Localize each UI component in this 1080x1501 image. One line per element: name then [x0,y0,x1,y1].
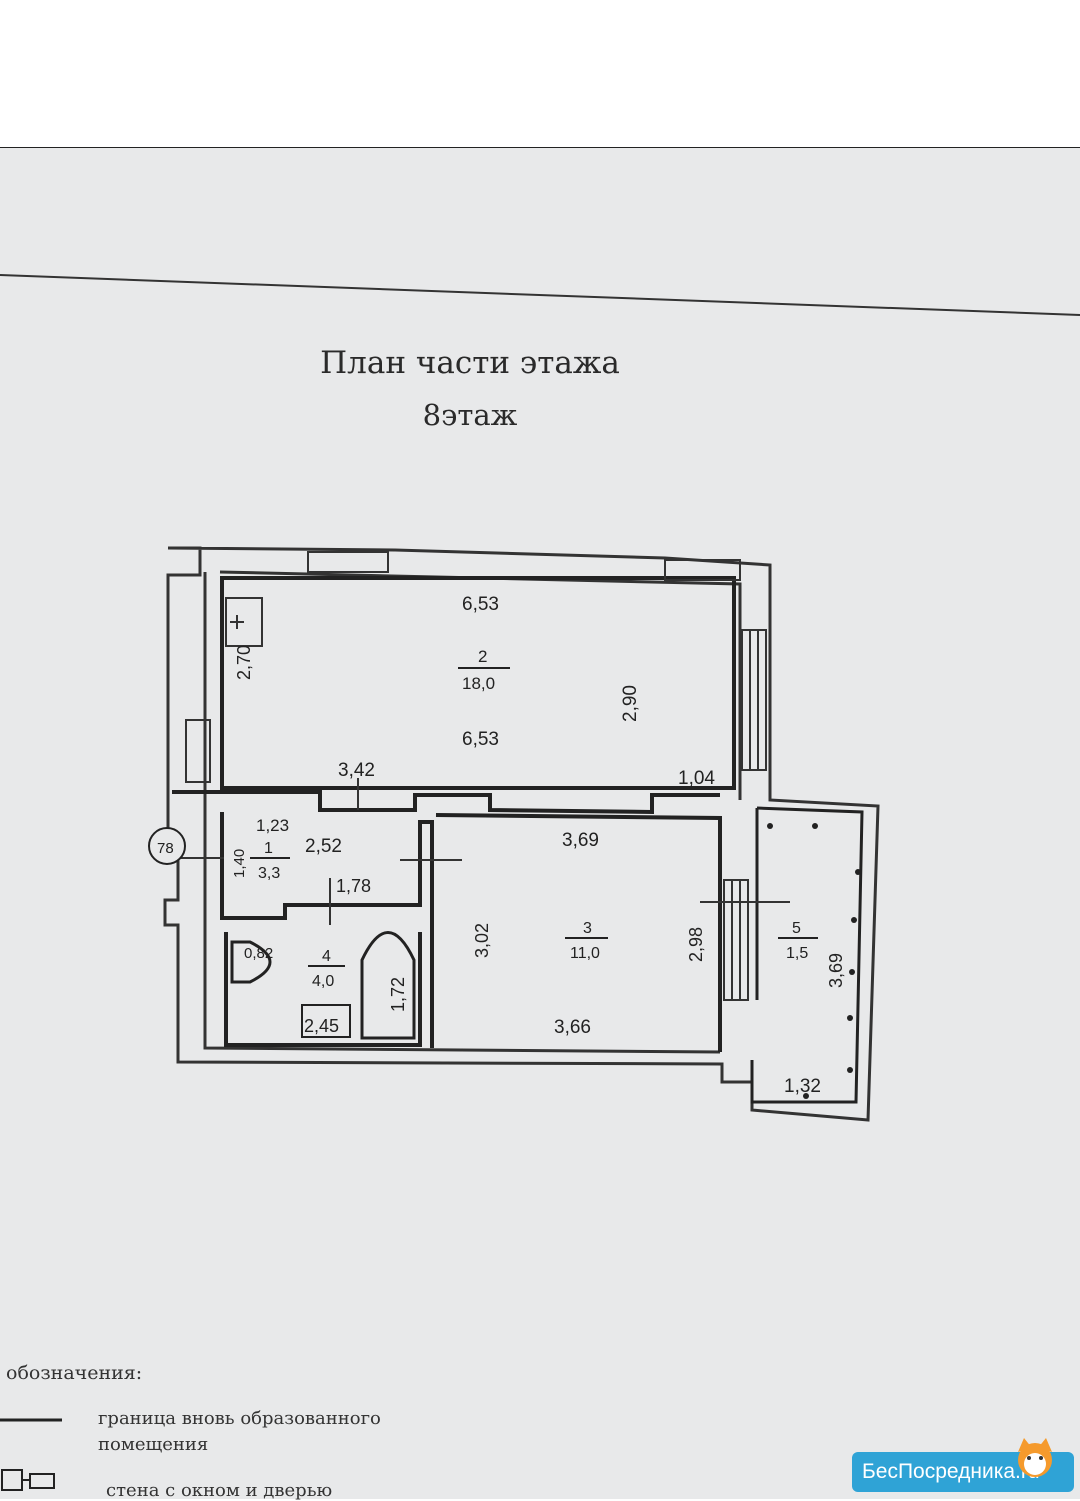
watermark-badge[interactable]: БесПосредника.ru [852,1438,1074,1492]
dim-room1-top: 1,23 [256,816,289,835]
dimension-ticks [168,778,790,925]
floor-label: 8этаж [422,398,518,432]
dim-room3-top: 3,69 [562,830,599,851]
dim-bath-bottom: 2,45 [304,1016,339,1036]
room-5-number: 5 [792,920,801,937]
room-fraction-bars [250,667,818,967]
plan-title: План части этажа [320,345,620,381]
dim-wc-small: 0,82 [244,945,273,962]
dim-balcony-bottom: 1,32 [784,1076,821,1097]
header-rule [0,274,1080,316]
legend-item-wall: стена с окном и дверью [106,1480,333,1501]
dim-room2-right: 2,90 [620,685,641,722]
room-4-number: 4 [322,948,331,965]
radiator-symbol [225,597,263,647]
legend-item-boundary: граница вновь образованного помещения [98,1408,381,1455]
room-5-area: 1,5 [786,945,808,962]
shaft-left [185,719,211,783]
dim-room3-right: 2,98 [686,927,706,962]
dim-room3-bottom: 3,66 [554,1017,591,1038]
dim-room2-mid: 6,53 [462,729,499,750]
dim-bath-side: 1,72 [388,977,408,1012]
apartment-marker-label: 78 [157,840,174,857]
interior-walls [172,790,722,1052]
dim-room2-top: 6,53 [462,594,499,615]
room-2-outline [220,576,736,790]
dim-window-right: 1,04 [678,768,715,789]
watermark-text: БесПосредника [862,1460,1016,1483]
dim-room1-right: 2,52 [305,836,342,857]
window-right [741,629,767,771]
room-1-area: 3,3 [258,865,280,882]
balcony-railing-dots [767,823,861,1099]
room-2-area: 18,0 [462,674,495,693]
room-3-number: 3 [583,920,592,937]
dim-room1-left: 1,40 [231,849,248,878]
room-2-number: 2 [478,647,487,666]
room-4-area: 4,0 [312,973,334,990]
toilet [230,940,272,984]
dim-balcony-right: 3,69 [826,953,846,988]
cat-logo-icon [1018,1438,1052,1477]
bathtub [360,931,416,1040]
window-top [307,551,741,581]
legend-wall-symbol [1,1469,55,1491]
sink [301,1004,351,1038]
room-3-area: 11,0 [570,945,600,962]
dim-room3-left: 3,02 [472,923,492,958]
window-room3 [723,879,749,1001]
balcony-outline [750,806,864,1104]
dim-room2-left: 2,70 [234,645,254,680]
apartment-marker-circle [148,827,186,865]
paper-sheet [0,148,1080,1499]
legend-heading: обозначения: [6,1362,143,1384]
dim-corridor-top: 3,42 [338,760,375,781]
room-1-number: 1 [264,840,273,857]
dim-bath-top: 1,78 [336,876,371,896]
